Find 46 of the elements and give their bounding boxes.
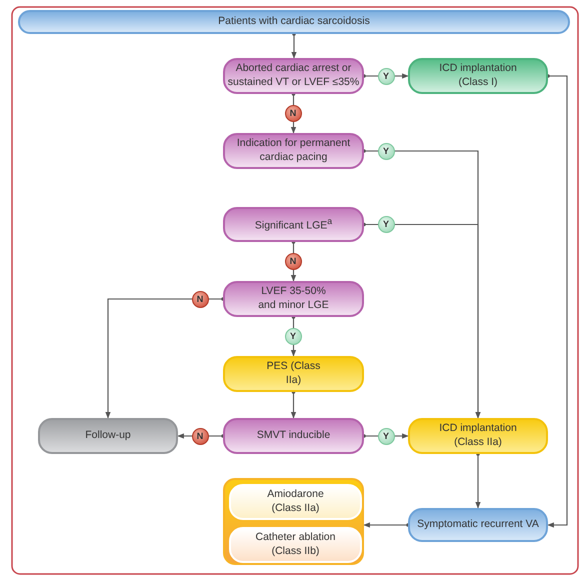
connector-arrow [475,452,481,509]
connector-arrow [362,433,409,439]
connector-arrow [362,222,481,419]
connector-arrow [105,297,225,419]
connector-arrow [362,73,409,79]
node-text: ICD implantation (Class IIa) [438,422,518,450]
decision-box [223,418,364,454]
node-text: Catheter ablation (Class IIb) [254,531,336,559]
connector-arrow [546,74,568,528]
node-text: LVEF 35-50% and minor LGE [257,285,330,313]
therapy-box [229,527,362,563]
edge-label: N [192,290,208,308]
edge-label: Y [284,328,302,344]
title-banner [18,10,570,34]
procedure-box [223,356,364,392]
edge-label: Y [378,68,394,84]
node-text: Follow-up [84,429,132,443]
node-text: ICD implantation (Class I) [438,62,518,90]
treatment-box [408,418,548,454]
decision-box [223,207,364,242]
outcome-box [38,418,178,454]
therapy-box [229,484,362,520]
connector-arrow [291,32,297,59]
edge-label: Y [378,428,394,444]
node-text: SMVT inducible [256,429,332,443]
condition-box [408,508,548,542]
treatment-box [408,58,548,94]
edge-label: N [284,252,302,270]
node-text: Indication for permanent cardiac pacing [236,137,352,165]
connector-arrow [290,92,296,134]
edge-label: N [192,428,208,444]
decision-box [223,133,364,169]
therapy-group-box [223,478,364,565]
node-text: Patients with cardiac sarcoidosis [217,15,371,29]
node-text: Significant LGE$^{a}$ [254,216,334,234]
connector-arrow [290,390,296,419]
node-text: Symptomatic recurrent VA [416,518,540,532]
decision-box [223,281,364,317]
edge-label: Y [378,142,394,160]
node-text: PES (Class IIa) [266,360,322,388]
node-text: Amiodarone (Class IIa) [266,488,325,516]
connector-arrow [290,240,296,282]
connector-arrow [363,522,410,528]
edge-label: Y [378,216,394,232]
edge-label: N [284,104,302,122]
node-text: Aborted cardiac arrest or sustained VT or LVEF ≤35% [226,62,360,90]
